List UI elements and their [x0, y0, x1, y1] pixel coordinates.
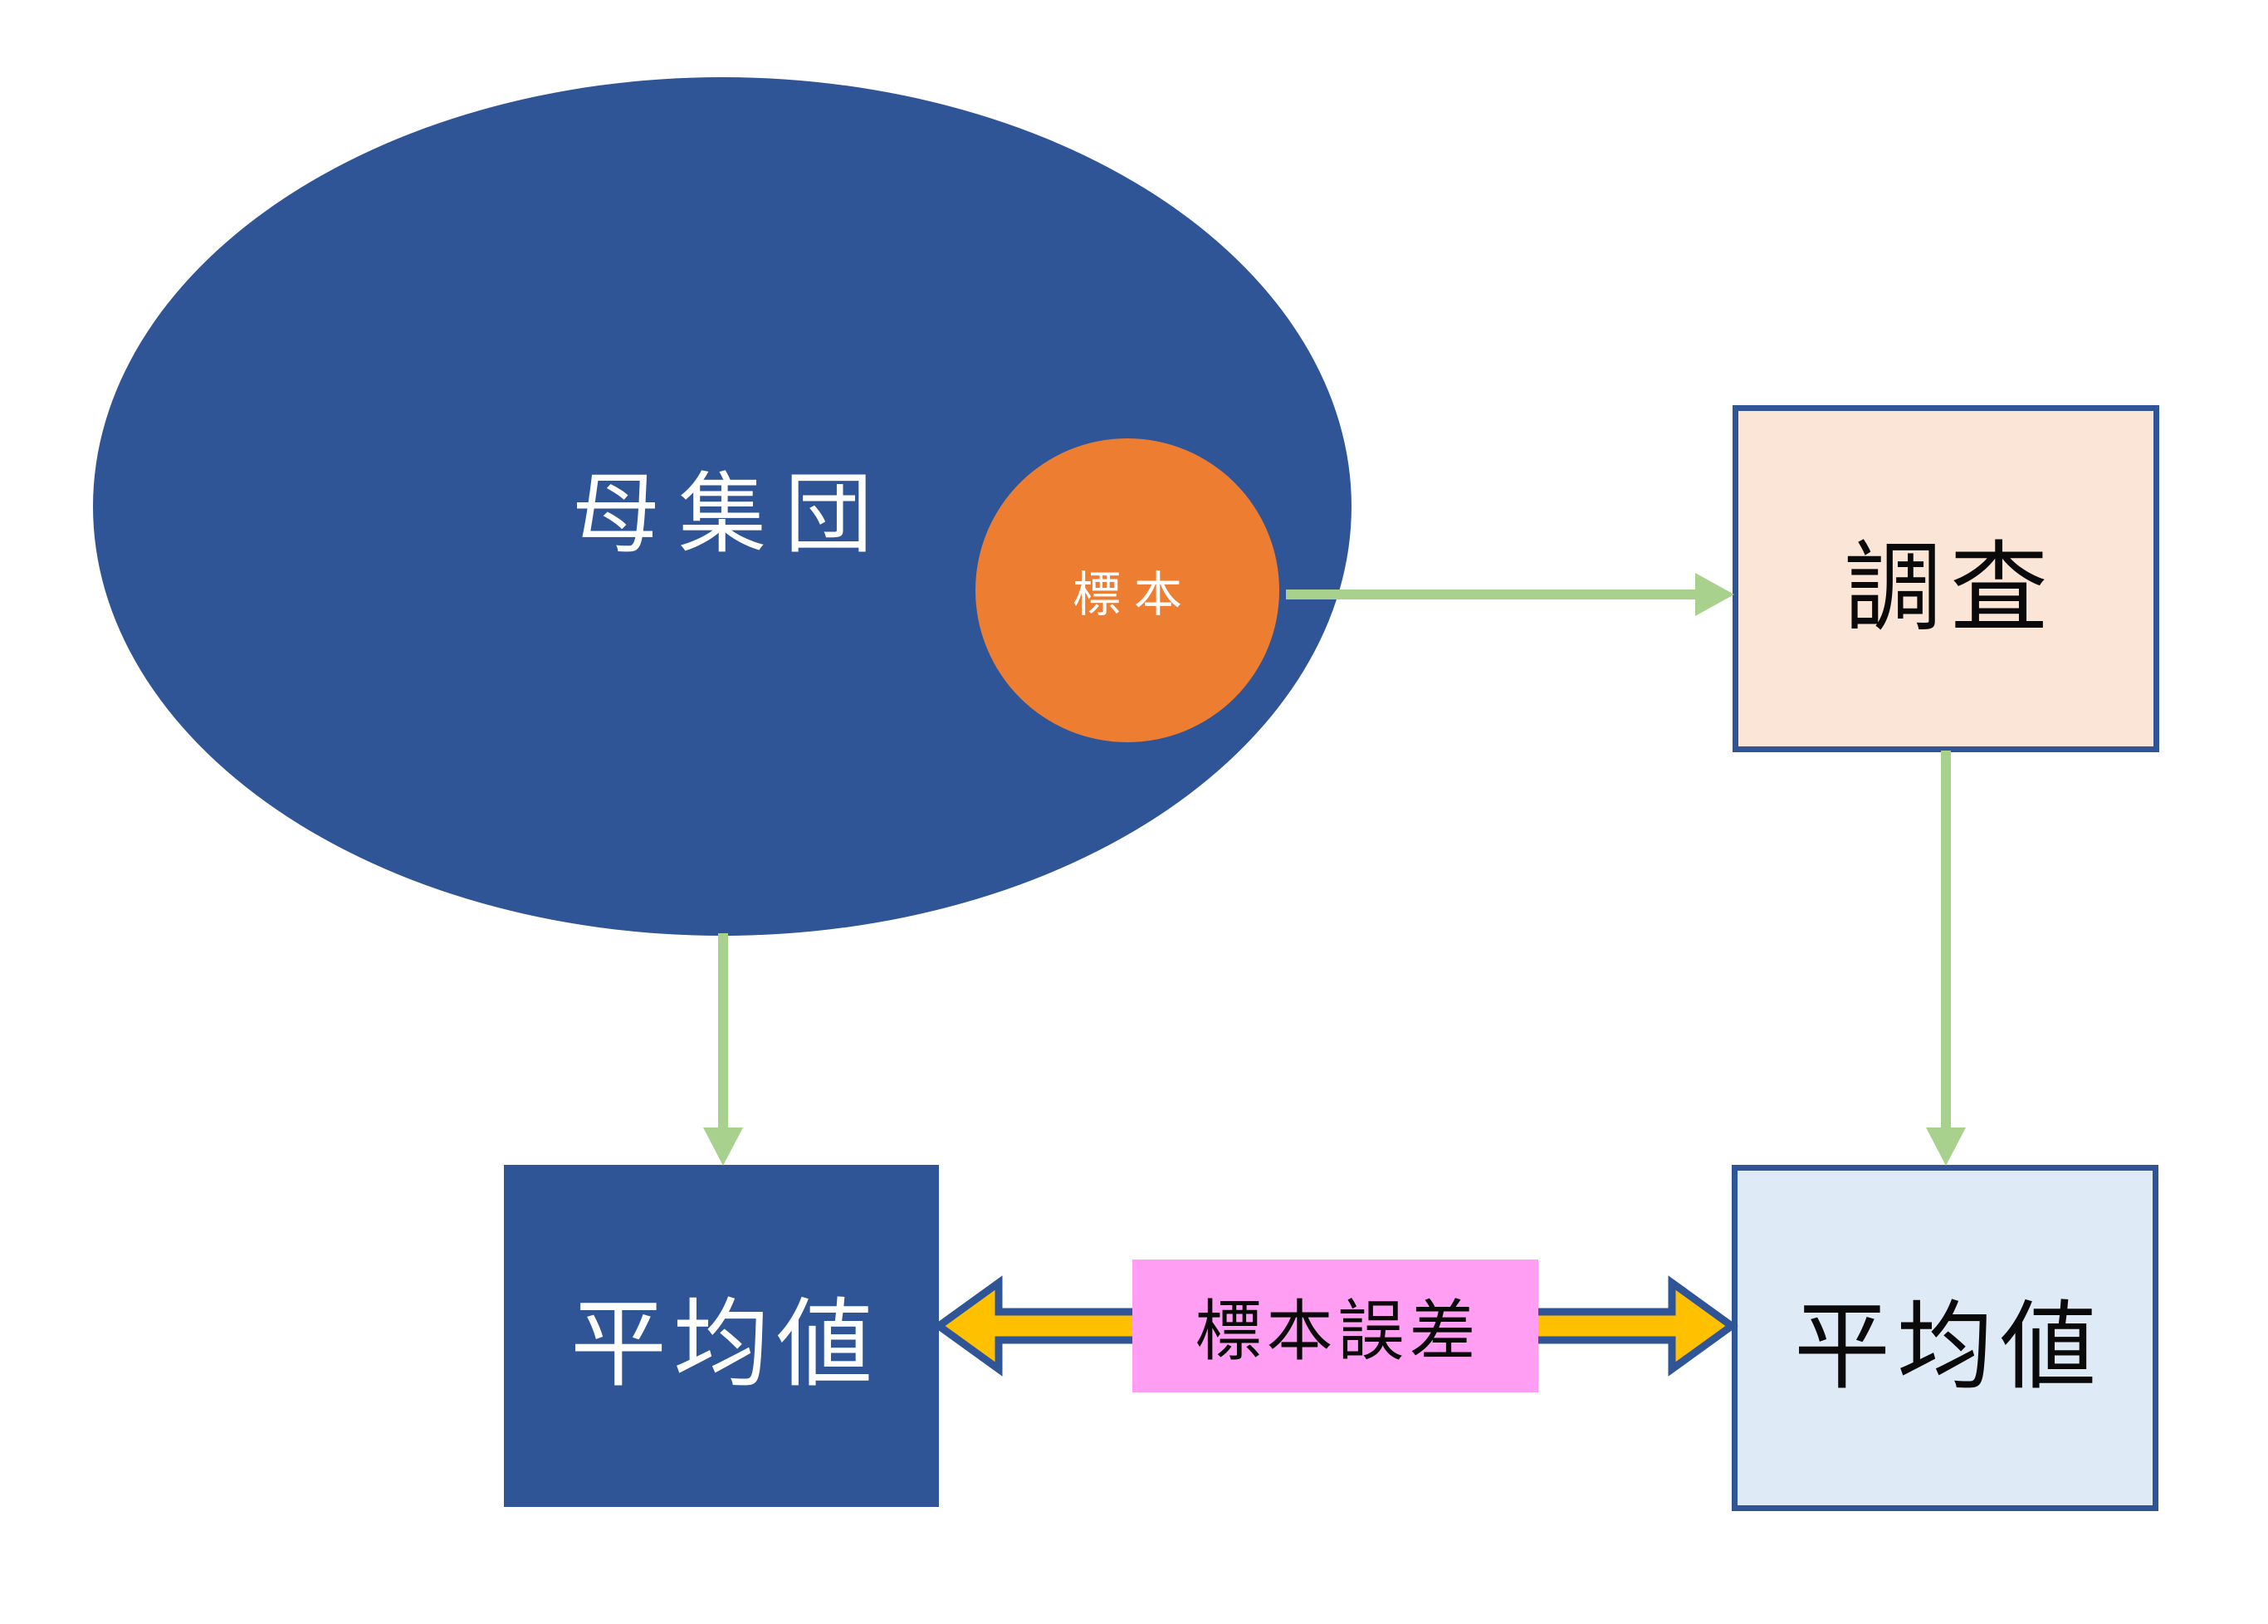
- sample-circle: 標本: [975, 438, 1279, 742]
- sample-mean-box: 平均値: [1732, 1165, 2158, 1511]
- sampling-error-box: 標本誤差: [1132, 1260, 1538, 1392]
- sample-mean-label: 平均値: [1794, 1292, 2103, 1401]
- arrow-survey-to-sample-mean: [1926, 751, 1966, 1166]
- population-mean-box: 平均値: [504, 1165, 939, 1507]
- sample-label: 標本: [1072, 568, 1195, 622]
- arrow-sample-to-survey-head-icon: [1695, 573, 1734, 616]
- arrow-population-to-population-mean-head-icon: [703, 1128, 743, 1166]
- population-mean-label: 平均値: [570, 1290, 879, 1398]
- arrow-sample-to-survey: [1286, 573, 1734, 616]
- population-label: 母集団: [572, 466, 891, 564]
- survey-label: 調査: [1843, 533, 2056, 643]
- arrow-population-to-population-mean: [703, 933, 743, 1166]
- survey-box: 調査: [1733, 405, 2159, 752]
- arrow-survey-to-sample-mean-head-icon: [1926, 1128, 1966, 1166]
- sampling-error-label: 標本誤差: [1195, 1294, 1481, 1368]
